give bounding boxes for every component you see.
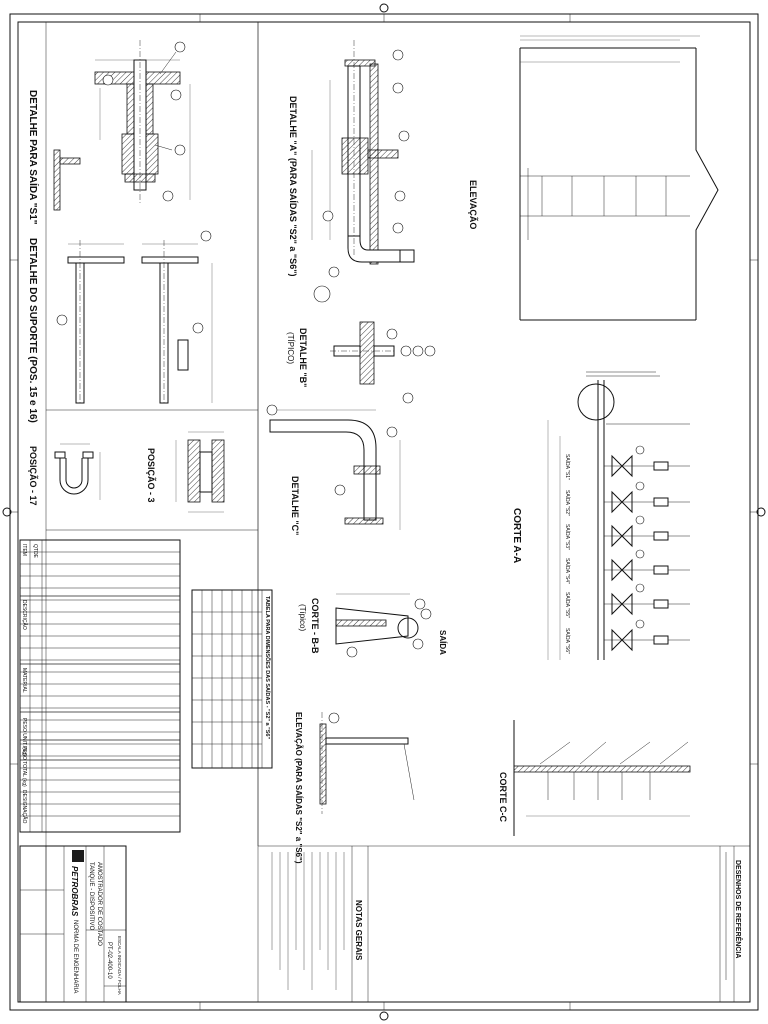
elevation-s2-s6-title: ELEVAÇÃO (PARA SAÍDAS "S2" a "S6"): [294, 712, 303, 864]
callout-bubble: [635, 445, 645, 455]
position-3: POSIÇÃO - 3: [146, 431, 225, 513]
title-block-sheet-ref: ESCALA INDICADA / FOLHA: [117, 936, 122, 995]
section-bb-subtitle: (Típico): [298, 604, 307, 631]
section-aa-outlet: SAÍDA "S1": [564, 445, 690, 480]
section-cc: CORTE C-C: [498, 720, 691, 836]
outlet-label: SAÍDA "S6": [564, 628, 571, 654]
position-17: POSIÇÃO - 17: [28, 443, 101, 506]
bill-of-materials: ITEM QTDE DESCRIÇÃO MATERIAL PESO UNIT. …: [19, 539, 181, 833]
petrobras-logo: [72, 850, 84, 862]
section-bb: CORTE - B-B (Típico) SAÍDA: [298, 593, 447, 658]
outlet-label: SAÍDA "S2": [564, 490, 571, 516]
detail-b-subtitle: (TÍPICO): [286, 332, 295, 364]
section-aa-outlet: SAÍDA "S6": [564, 619, 690, 654]
outlet-label: SAÍDA "S5": [564, 592, 571, 618]
outlet-coupling: [653, 497, 669, 507]
outlet-label: SAÍDA "S3": [564, 524, 571, 550]
reference-title: DESENHOS DE REFERÊNCIA: [734, 860, 743, 958]
layout-frame: [17, 22, 750, 1002]
valve-symbol: [611, 454, 633, 478]
valve-symbol: [611, 558, 633, 582]
outlet-coupling: [653, 565, 669, 575]
section-bb-outlet-label: SAÍDA: [438, 630, 447, 655]
detail-a-title: DETALHE "A" (PARA SAÍDAS "S2" a "S6"): [288, 96, 298, 276]
tank-elevation-title: ELEVAÇÃO: [468, 180, 478, 229]
position-3-title: POSIÇÃO - 3: [146, 448, 156, 503]
outlet-coupling: [653, 599, 669, 609]
section-bb-title: CORTE - B-B: [310, 598, 320, 654]
outlet-dimension-table: TABELA PARA DIMENSÕES DAS SAÍDAS - "S2" …: [191, 589, 273, 769]
section-aa-outlet: SAÍDA "S2": [564, 481, 690, 516]
callout-bubble: [635, 481, 645, 491]
title-block-line1: TANQUE - DISPOSITIVO: [88, 862, 94, 931]
valve-symbol: [611, 524, 633, 548]
section-aa-outlet: SAÍDA "S3": [564, 515, 690, 550]
detail-s1: DETALHE PARA SAÍDA "S1": [27, 40, 191, 225]
bom-header-item: ITEM: [21, 544, 27, 556]
detail-b: DETALHE "B" (TÍPICO): [286, 321, 436, 387]
title-block: PETROBRAS NORMA DE ENGENHARIA TANQUE - D…: [19, 845, 127, 1003]
outlet-coupling: [653, 531, 669, 541]
bom-header-qtde: QTDE: [32, 544, 38, 559]
detail-a: DETALHE "A" (PARA SAÍDAS "S2" a "S6"): [288, 40, 415, 303]
detail-b-title: DETALHE "B": [298, 328, 308, 387]
bom-header-designacao: DESIGNAÇÃO: [21, 790, 28, 823]
section-aa-title: CORTE A-A: [511, 508, 522, 563]
valve-symbol: [611, 490, 633, 514]
reference-drawings: DESENHOS DE REFERÊNCIA: [719, 846, 743, 1002]
bom-header-peso-total: PESO TOTAL (kg): [21, 746, 27, 787]
bom-header-descricao: DESCRIÇÃO: [21, 600, 28, 630]
detail-c: DETALHE "C": [266, 392, 414, 535]
detail-support-title: DETALHE DO SUPORTE (POS. 15 e 16): [27, 238, 38, 423]
bom-header-material: MATERIAL: [21, 668, 27, 693]
outlet-label: SAÍDA "S4": [564, 558, 571, 584]
general-notes: NOTAS GERAIS: [271, 846, 369, 1002]
valve-symbol: [611, 592, 633, 616]
section-aa: SAÍDA "S1" SAÍDA "S2" SAÍDA "S3" SAÍDA "S4"…: [511, 371, 690, 660]
callout-bubble: [635, 549, 645, 559]
section-aa-outlet: SAÍDA "S5": [564, 583, 690, 618]
centering-marks: [2, 3, 766, 1021]
title-block-number: PT-02-400-10: [106, 942, 112, 979]
outlet-label: SAÍDA "S1": [564, 454, 571, 480]
callout-bubble: [635, 515, 645, 525]
title-block-company: PETROBRAS: [70, 866, 79, 917]
section-aa-outlet: SAÍDA "S4": [564, 549, 690, 584]
outlet-coupling: [653, 635, 669, 645]
callout-bubble: [635, 583, 645, 593]
detail-s1-title: DETALHE PARA SAÍDA "S1": [27, 90, 40, 225]
title-block-dept: NORMA DE ENGENHARIA: [72, 920, 78, 993]
section-cc-title: CORTE C-C: [498, 772, 508, 822]
title-block-line2: AMOSTRADOR DE COSTADO: [96, 862, 102, 946]
callout-bubble: [635, 619, 645, 629]
bom-header-peso-unit: PESO UNIT. (kg): [21, 718, 27, 756]
detail-c-title: DETALHE "C": [290, 476, 300, 535]
outlet-table-title: TABELA PARA DIMENSÕES DAS SAÍDAS - "S2" …: [264, 596, 272, 739]
notes-title: NOTAS GERAIS: [354, 900, 363, 961]
position-17-title: POSIÇÃO - 17: [28, 446, 38, 506]
outlet-coupling: [653, 461, 669, 471]
tank-elevation: ELEVAÇÃO: [468, 35, 719, 321]
detail-support: DETALHE DO SUPORTE (POS. 15 e 16): [27, 230, 213, 423]
elevation-s2-s6: ELEVAÇÃO (PARA SAÍDAS "S2" a "S6"): [294, 712, 415, 864]
valve-symbol: [611, 628, 633, 652]
